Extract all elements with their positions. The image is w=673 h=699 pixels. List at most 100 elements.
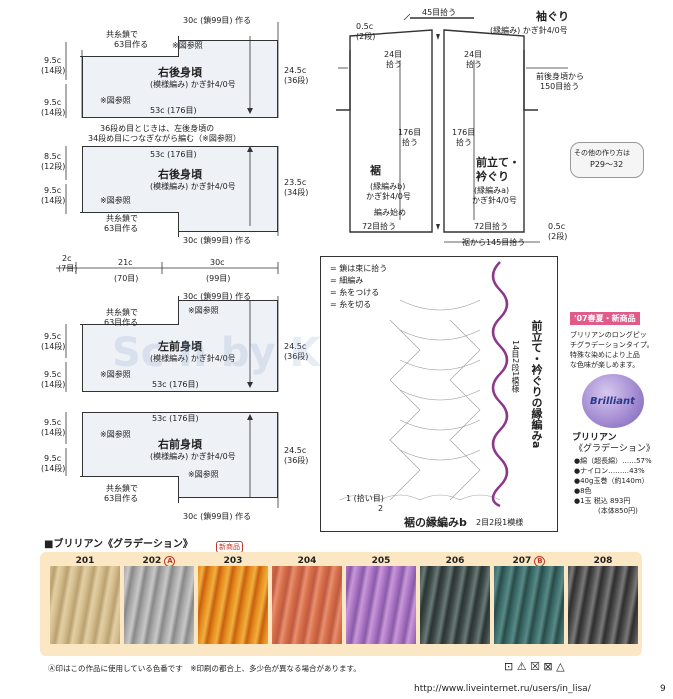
swatch-number: 201 xyxy=(75,556,95,566)
footer-url[interactable]: http://www.liveinternet.ru/users/in_lisa… xyxy=(414,684,591,694)
legend-3: = 糸をつける xyxy=(330,288,380,297)
chart-bottom-sub: 2目2段1模様 xyxy=(476,518,524,527)
piece2-note: ※図参照 xyxy=(100,196,131,205)
piece2-title: 右後身頃 xyxy=(158,168,202,181)
pick176-right-2: 拾う xyxy=(456,138,472,147)
pick72-right: 72目拾う xyxy=(474,222,509,231)
swatch-number: 206 xyxy=(445,556,465,566)
piece1-note-top: ※図参照 xyxy=(172,41,203,50)
product-name: ブリリアン xyxy=(572,433,617,443)
front-pick-1: 前後身頃から xyxy=(536,72,584,81)
piece4-left-b1: 9.5c xyxy=(44,454,62,463)
piece4-title: 右前身頃 xyxy=(158,438,202,451)
piece3-left-b2: (14段) xyxy=(41,380,66,389)
yarn-ball-label: Brilliant xyxy=(590,396,635,407)
piece4-left-a2: (14段) xyxy=(41,428,66,437)
piece2-right-1: 23.5c xyxy=(284,178,307,187)
spec-6: (本体850円) xyxy=(598,507,638,515)
color-swatch xyxy=(494,566,564,644)
front-sub-1: (縁編みa) xyxy=(474,186,510,195)
spec-3: ●40g玉巻（約140m） xyxy=(574,477,649,485)
piece2-right-2: (34段) xyxy=(284,188,309,197)
neck-small-1: 0.5c xyxy=(356,22,374,31)
spec-5: ●1玉 税込 893円 xyxy=(574,497,631,505)
edging-wave xyxy=(491,261,509,508)
piece4-note-bottom: ※図参照 xyxy=(188,470,219,479)
color-swatch xyxy=(420,566,490,644)
piece4-left-b2: (14段) xyxy=(41,464,66,473)
piece4-notch xyxy=(80,476,179,503)
piece4-bottom-label: 30c (鎖99目) 作る xyxy=(183,512,252,521)
product-desc-1: ブリリアンのロングピッ xyxy=(570,331,647,339)
assembly-top: 45目拾う xyxy=(422,8,457,17)
piece1-right-2: (36段) xyxy=(284,76,309,85)
piece4-left-a1: 9.5c xyxy=(44,418,62,427)
piece4-chain2: 63目作る xyxy=(104,494,139,503)
color-swatch xyxy=(346,566,416,644)
hem-bottom-pick: 裾から145目拾う xyxy=(462,238,526,247)
piece4-right-1: 24.5c xyxy=(284,446,307,455)
other-pages: P29～32 xyxy=(590,160,624,169)
pick176-left-1: 176目 xyxy=(398,128,422,137)
right-back-piece-2 xyxy=(82,146,278,232)
piece1-chain2: 63目作る xyxy=(114,40,149,49)
color-swatch xyxy=(568,566,638,644)
palette-footnote: Ⓐ印はこの作品に使用している色番です ※印刷の都合上、多少色が異なる場合がありま… xyxy=(48,664,361,673)
front-pick-2: 150目拾う xyxy=(540,82,580,91)
piece3-note-bottom: ※図参照 xyxy=(100,370,131,379)
piece1-top-label: 30c (鎖99目) 作る xyxy=(183,16,252,25)
product-desc-4: な色味が楽しめます。 xyxy=(570,361,640,369)
piece3-chain2: 63目作る xyxy=(104,318,139,327)
front-sub-2: かぎ針4/0号 xyxy=(472,196,517,205)
product-desc-3: 特殊な染めにより上品 xyxy=(570,351,640,359)
chart-vertical-sub: 14目2段1模様 xyxy=(511,340,520,393)
color-swatch xyxy=(272,566,342,644)
width-b2: (70目) xyxy=(114,274,139,283)
piece2-notch xyxy=(80,212,179,237)
piece3-top-label: 30c (鎖99目) 作る xyxy=(183,292,252,301)
piece2-left-b2: (14段) xyxy=(41,196,66,205)
swatch-number: 203 xyxy=(223,556,243,566)
piece1-left-a2: (14段) xyxy=(41,66,66,75)
piece3-left-a1: 9.5c xyxy=(44,332,62,341)
piece4-note-top: ※図参照 xyxy=(100,430,131,439)
width-c1: 30c xyxy=(210,258,225,267)
width-c2: (99目) xyxy=(206,274,231,283)
spec-2: ●ナイロン………43% xyxy=(574,467,645,475)
armhole-title: 袖ぐり xyxy=(536,10,569,23)
piece1-sub: (模様編み) かぎ針4/0号 xyxy=(150,80,236,89)
width-a1: 2c xyxy=(62,254,72,263)
care-symbols: ⊡ ⚠ ☒ ⊠ △ xyxy=(504,660,565,673)
piece2-chain2: 63目作る xyxy=(104,224,139,233)
legend-1: = 鎖は束に拾う xyxy=(330,264,388,273)
small-right-2: (2段) xyxy=(548,232,568,241)
piece3-right-1: 24.5c xyxy=(284,342,307,351)
spec-4: ●8色 xyxy=(574,487,592,495)
piece2-left-b1: 9.5c xyxy=(44,186,62,195)
piece2-bottom-label: 30c (鎖99目) 作る xyxy=(183,236,252,245)
join-note-1: 36段め目とじきは、左後身頃の xyxy=(100,124,215,133)
swatch-number: 205 xyxy=(371,556,391,566)
assembly-outline xyxy=(336,17,538,233)
chart-vertical-title: 前立て・衿ぐりの縁編みa xyxy=(530,320,543,449)
small-right-1: 0.5c xyxy=(548,222,566,231)
piece1-right-1: 24.5c xyxy=(284,66,307,75)
piece1-bottom-label: 53c (176目) xyxy=(150,106,197,115)
front-title-1: 前立て・ xyxy=(476,156,520,169)
piece3-left-a2: (14段) xyxy=(41,342,66,351)
front-title-2: 衿ぐり xyxy=(476,170,509,183)
piece1-left-b1: 9.5c xyxy=(44,98,62,107)
piece2-left-a2: (12段) xyxy=(41,162,66,171)
width-b1: 21c xyxy=(118,258,133,267)
piece1-left-a1: 9.5c xyxy=(44,56,62,65)
product-badge: '07春夏・新商品 xyxy=(570,312,640,325)
piece1-note-bottom: ※図参照 xyxy=(100,96,131,105)
product-subname: 《グラデーション》 xyxy=(574,444,655,454)
piece3-sub: (模様編み) かぎ針4/0号 xyxy=(150,354,236,363)
piece2-chain1: 共糸鎖で xyxy=(106,214,138,223)
armhole-sub: (縁編み) かぎ針4/0号 xyxy=(490,26,568,35)
pick24-left-1: 24目 xyxy=(384,50,403,59)
hem-title: 裾 xyxy=(370,164,381,177)
